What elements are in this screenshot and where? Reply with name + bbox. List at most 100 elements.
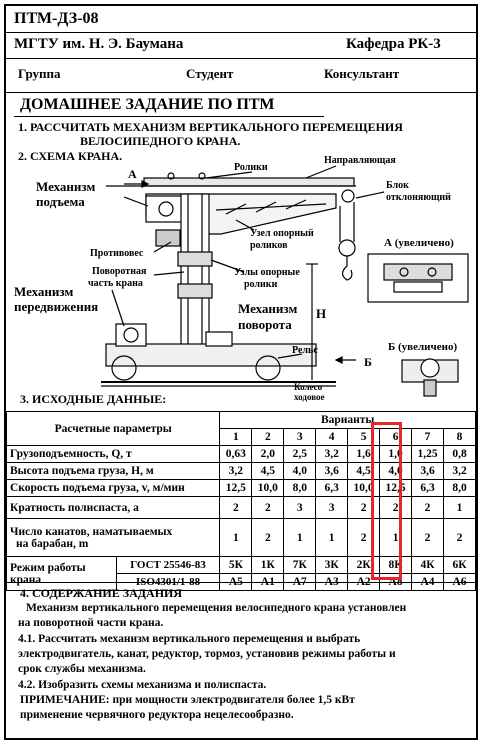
label-rels: Рельс [292, 345, 318, 356]
task-item-1-line-1: 1. РАССЧИТАТЬ МЕХАНИЗМ ВЕРТИКАЛЬНОГО ПЕР… [18, 120, 403, 134]
table-cell: 3,2 [315, 445, 349, 463]
label-slew-2: поворота [238, 317, 292, 332]
row-label-line-2: на барабан, m [16, 537, 89, 550]
label-travel-1: Механизм [14, 284, 73, 299]
table-cell: 2 [443, 518, 476, 557]
divider [6, 32, 476, 33]
section-4-line-5: срок службы механизма. [18, 663, 146, 675]
crane-diagram: А Ролики Направляющая Механизм подъема Б… [14, 155, 469, 402]
table-cell: 1 [443, 496, 476, 519]
table-cell: 2 [347, 518, 381, 557]
label-uzel-2: роликов [250, 240, 288, 251]
variant-6-highlight [371, 422, 402, 580]
row-label: Число канатов, наматываемых на барабан, … [5, 518, 221, 557]
student-label: Студент [186, 66, 234, 81]
task-item-2: 2. СХЕМА КРАНА. [18, 149, 123, 163]
table-cell: 1К [251, 556, 285, 574]
label-roliki: Ролики [234, 162, 268, 173]
table-cell: 4К [411, 556, 444, 574]
row-label: Высота подъема груза, H, м [5, 462, 221, 480]
label-b-arrow: Б [364, 355, 372, 369]
mode-label-line-1: Режим работы [10, 561, 86, 574]
table-cell: 10,0 [251, 479, 285, 497]
divider [6, 58, 476, 59]
table-cell: 1,25 [411, 445, 444, 463]
label-povorot-2: часть крана [88, 278, 143, 289]
variant-number-row: 1 2 3 4 5 6 7 8 [7, 428, 476, 446]
row-label: Скорость подъема груза, v, м/мин [5, 479, 221, 497]
title-underline [14, 116, 324, 117]
variants-header: Варианты [219, 411, 476, 429]
table-cell: 3,6 [315, 462, 349, 480]
section-4-line-6: 4.2. Изобразить схемы механизма и полисп… [18, 679, 267, 691]
label-koleso-2: ходовое [294, 392, 325, 402]
table-cell: 4,0 [283, 462, 317, 480]
table-cell: 0,8 [443, 445, 476, 463]
label-koleso-1: Колесо [294, 382, 323, 392]
doc-code: ПТМ-ДЗ-08 [14, 10, 99, 27]
section-4-note-line-2: применение червячного редуктора нецелесо… [20, 709, 294, 721]
label-protivoves: Противовес [90, 248, 144, 259]
table-cell: 12,5 [219, 479, 253, 497]
table-cell: 3,2 [443, 462, 476, 480]
label-a-zoom: А (увеличено) [384, 237, 454, 249]
table-cell: 2,5 [283, 445, 317, 463]
section-4-line-3: 4.1. Рассчитать механизм вертикального п… [18, 633, 361, 645]
variant-number: 2 [251, 428, 285, 446]
label-hoist-2: подъема [36, 194, 85, 209]
table-cell: 2 [251, 518, 285, 557]
section-4-note: ПРИМЕЧАНИЕ: при мощности электродвигател… [20, 694, 355, 706]
variant-number: 4 [315, 428, 349, 446]
task-item-1-line-2: ВЕЛОСИПЕДНОГО КРАНА. [80, 134, 241, 148]
variant-number: 3 [283, 428, 317, 446]
params-header: Расчетные параметры [5, 411, 221, 446]
table-cell: 3,6 [411, 462, 444, 480]
table-cell: 2,0 [251, 445, 285, 463]
row-label-line-1: Число канатов, наматываемых [10, 525, 173, 538]
table-row: Кратность полиспаста, a 2 2 3 3 2 2 2 1 [5, 496, 476, 519]
row-label: Кратность полиспаста, a [5, 496, 221, 519]
variant-number: 7 [411, 428, 444, 446]
table-cell: 5К [219, 556, 253, 574]
table-cell: 7К [283, 556, 317, 574]
row-label: Грузоподъемность, Q, т [5, 445, 221, 463]
section-4-line-1: Механизм вертикального перемещения велос… [26, 602, 407, 614]
table-cell: 2 [411, 496, 444, 519]
table-header-row: Расчетные параметры Варианты [5, 411, 476, 446]
table-row: Высота подъема груза, H, м 3,2 4,5 4,0 3… [5, 462, 476, 480]
table-cell: 1 [219, 518, 253, 557]
table-cell: 8,0 [443, 479, 476, 497]
mode-label-line-2: крана [10, 573, 42, 586]
section-3-title: 3. ИСХОДНЫЕ ДАННЫЕ: [20, 392, 167, 406]
variant-number: 8 [443, 428, 476, 446]
assignment-sheet: ПТМ-ДЗ-08 МГТУ им. Н. Э. Баумана Кафедра… [4, 4, 478, 740]
consultant-label: Консультант [324, 66, 400, 81]
gost-label: ГОСТ 25546-83 [115, 556, 221, 574]
table-cell: 3К [315, 556, 349, 574]
label-uzly-2: ролики [244, 279, 278, 290]
section-4-line-2: на поворотной части крана. [18, 617, 164, 629]
label-hoist-1: Механизм [36, 179, 95, 194]
university-name: МГТУ им. Н. Э. Баумана [14, 36, 184, 52]
section-4-line-4: электродвигатель, канат, редуктор, тормо… [18, 648, 396, 660]
label-b-zoom: Б (увеличено) [388, 341, 457, 353]
group-label: Группа [18, 66, 61, 81]
table-row: Число канатов, наматываемых на барабан, … [5, 518, 476, 557]
label-blok-2: отклоняющий [386, 192, 451, 203]
table-cell: 3 [283, 496, 317, 519]
label-slew-1: Механизм [238, 301, 297, 316]
table-cell: 2 [219, 496, 253, 519]
table-row: Режим работы крана ГОСТ 25546-83 5К 1К 7… [6, 556, 476, 591]
label-napravl: Направляющая [324, 155, 396, 166]
label-povorot-1: Поворотная [92, 266, 147, 277]
table-row: Скорость подъема груза, v, м/мин 12,5 10… [5, 479, 476, 497]
label-blok-1: Блок [386, 180, 409, 191]
table-cell: 6,3 [315, 479, 349, 497]
label-h: Н [316, 306, 326, 321]
parameters-table: Расчетные параметры Варианты 1 2 3 4 5 6… [5, 411, 476, 591]
divider [6, 92, 476, 93]
section-4-title: 4. СОДЕРЖАНИЕ ЗАДАНИЯ [20, 586, 183, 600]
table-cell: 6,3 [411, 479, 444, 497]
table-cell: 1 [283, 518, 317, 557]
table-cell: 8,0 [283, 479, 317, 497]
